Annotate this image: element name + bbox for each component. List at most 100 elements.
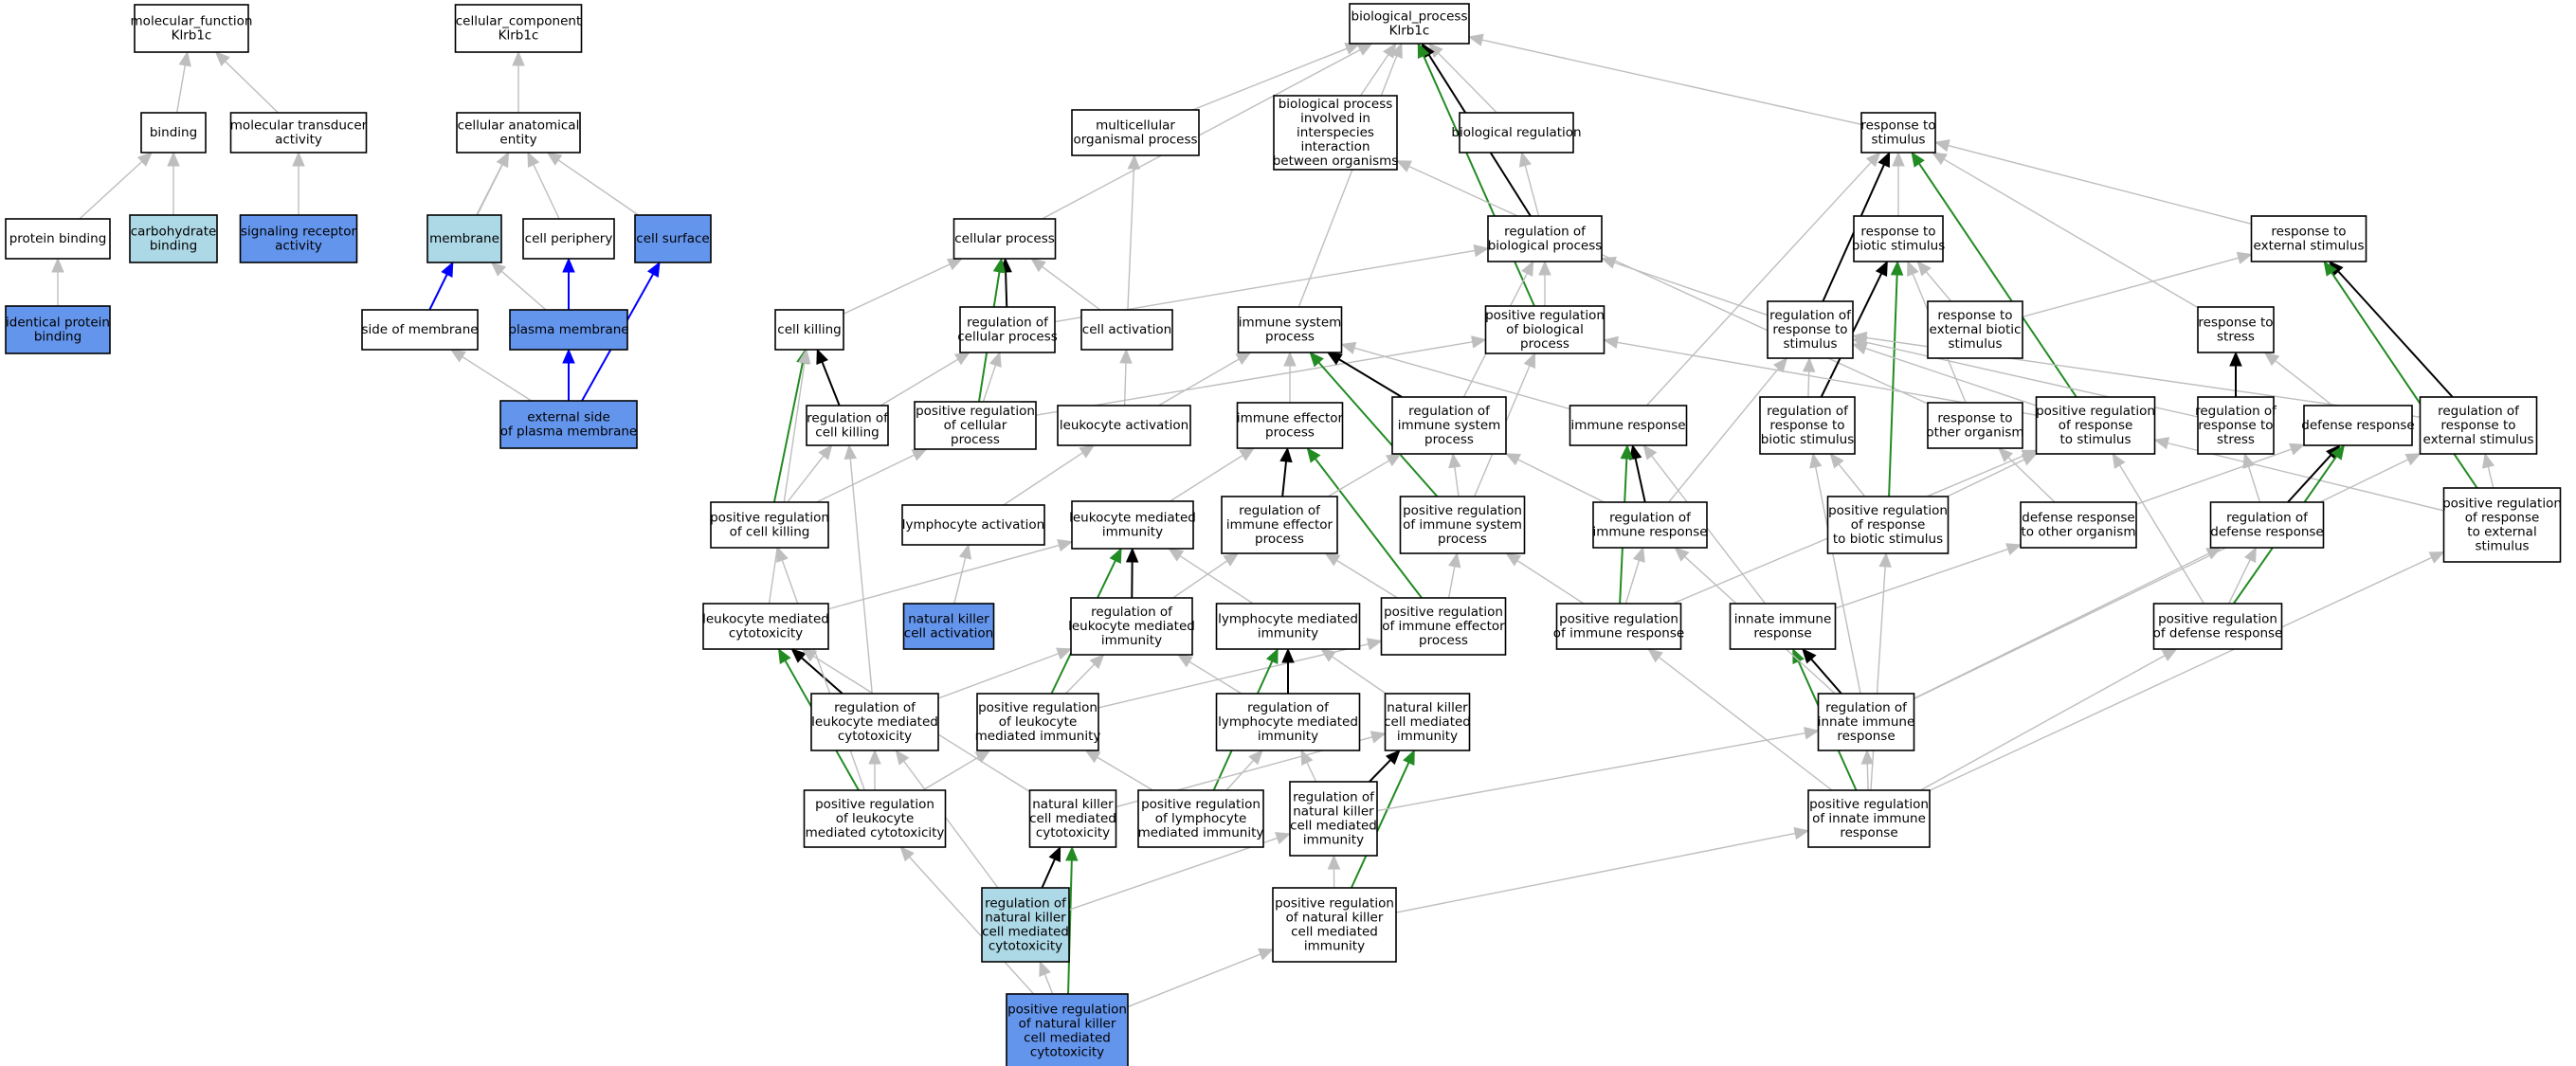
go-term-node-ir[interactable]: immune response [1569,405,1688,446]
node-label-line: cell mediated [1291,925,1378,940]
edge-prdr-to-rdr [2228,546,2257,605]
go-term-node-pm[interactable]: plasma membrane [508,309,629,351]
go-term-node-csurf[interactable]: cell surface [634,214,712,263]
node-label-line: multicellular [1096,118,1175,134]
node-label-line: response to [1860,118,1935,134]
go-term-node-breg[interactable]: biological regulation [1451,112,1582,154]
go-term-node-ck[interactable]: cell killing [774,309,844,351]
go-term-node-som[interactable]: side of membrane [361,309,479,351]
node-label-line: identical protein [6,316,110,331]
edge-nkcmi-to-lymi [1319,648,1387,695]
go-term-node-pb[interactable]: protein binding [5,218,111,260]
node-label-line: response to [1860,225,1935,240]
node-label-line: regulation of [1408,404,1491,419]
node-label-line: stimulus [1871,133,1925,148]
edge-cb-to-binding [167,151,180,215]
edge-rrbs-to-rors [1802,356,1816,398]
node-label-line: process [1438,532,1487,547]
go-term-node-ca[interactable]: cell activation [1080,309,1173,351]
edge-priir-to-prdr [1920,648,2178,791]
node-label-line: regulation of [834,700,916,715]
go-term-node-lact[interactable]: lymphocyte activation [901,504,1045,546]
edge-rck-to-ck [816,348,841,407]
edge-prck-to-prcp [816,448,928,503]
edge-prcp-to-prbp [1035,335,1487,416]
go-term-node-binding[interactable]: binding [140,112,207,154]
node-label-line: response to [1772,322,1847,337]
go-term-node-la[interactable]: leukocyte activation [1057,405,1191,446]
go-term-node-mem[interactable]: membrane [426,214,502,263]
go-term-node-cper[interactable]: cell periphery [522,218,615,260]
node-label-line: to external [2467,525,2536,540]
node-label-line: of natural killer [1019,1017,1116,1032]
node-label-line: external side [527,410,610,425]
node-label-line: regulation of [1769,308,1852,323]
node-label-line: stress [2217,330,2255,345]
go-term-node-cp[interactable]: cellular process [952,218,1057,260]
edge-prlmc-to-prck [776,546,865,791]
go-term-node-dr[interactable]: defense response [2301,405,2415,446]
node-label-line: process [1419,633,1468,648]
